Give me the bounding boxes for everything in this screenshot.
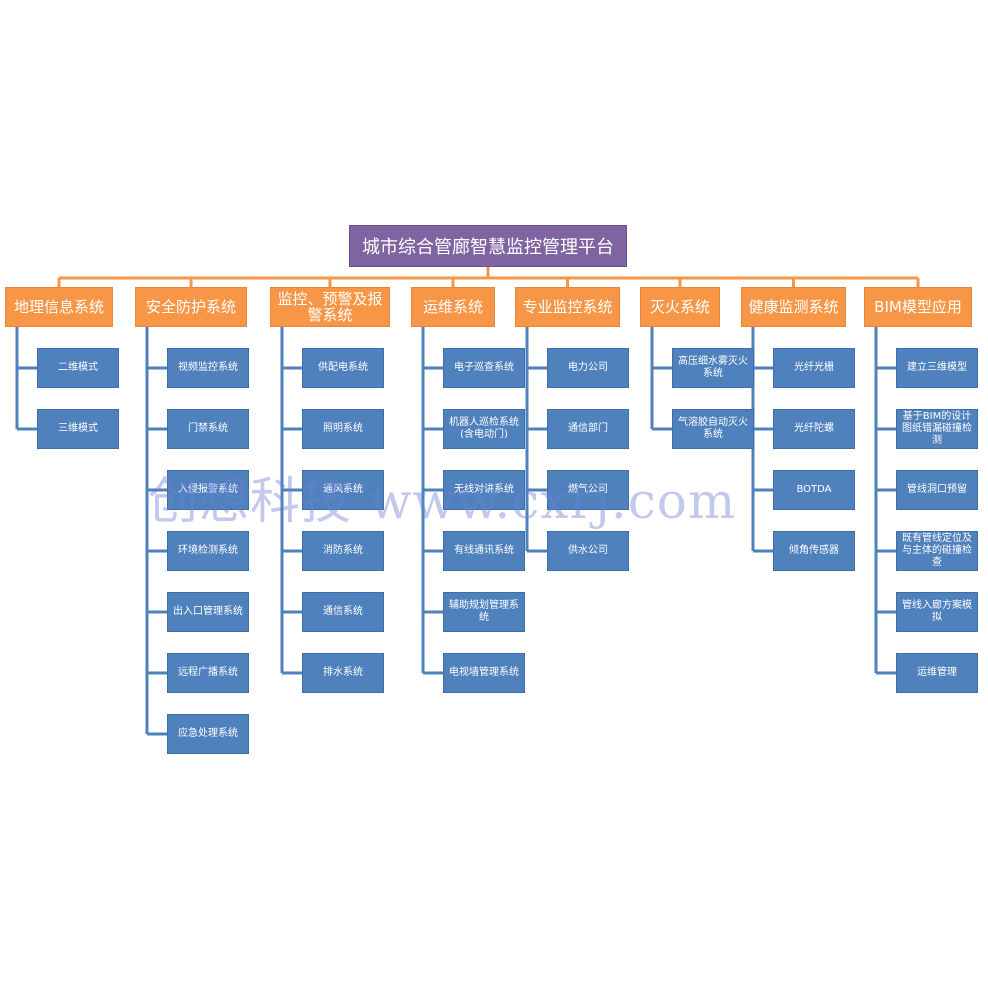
item-node: 管线入廊方案模拟 (896, 592, 978, 632)
category-node: 地理信息系统 (5, 287, 113, 327)
item-node: 通信系统 (302, 592, 384, 632)
item-node: 电视墙管理系统 (443, 653, 525, 693)
item-node: 光纤光栅 (773, 348, 855, 388)
item-node: 视频监控系统 (167, 348, 249, 388)
category-node: 监控、预警及报警系统 (270, 287, 390, 327)
item-node: 门禁系统 (167, 409, 249, 449)
item-node: 基于BIM的设计图纸错漏碰撞检测 (896, 409, 978, 449)
item-node: 三维模式 (37, 409, 119, 449)
item-node: 通风系统 (302, 470, 384, 510)
item-node: 供水公司 (547, 531, 629, 571)
category-node: BIM模型应用 (864, 287, 972, 327)
item-node: 通信部门 (547, 409, 629, 449)
item-node: 辅助规划管理系统 (443, 592, 525, 632)
category-node: 健康监测系统 (741, 287, 846, 327)
item-node: 电力公司 (547, 348, 629, 388)
item-node: 环境检测系统 (167, 531, 249, 571)
item-node: 建立三维模型 (896, 348, 978, 388)
item-node: 机器人巡检系统(含电动门) (443, 409, 525, 449)
item-node: 电子巡查系统 (443, 348, 525, 388)
item-node: 运维管理 (896, 653, 978, 693)
category-node: 运维系统 (411, 287, 495, 327)
item-node: 光纤陀螺 (773, 409, 855, 449)
item-node: 燃气公司 (547, 470, 629, 510)
item-node: 高压细水雾灭火系统 (672, 348, 754, 388)
item-node: 二维模式 (37, 348, 119, 388)
category-node: 灭火系统 (640, 287, 720, 327)
root-node-platform-title: 城市综合管廊智慧监控管理平台 (349, 225, 627, 267)
item-node: 出入口管理系统 (167, 592, 249, 632)
item-node: 照明系统 (302, 409, 384, 449)
item-node: 供配电系统 (302, 348, 384, 388)
item-node: 消防系统 (302, 531, 384, 571)
category-node: 安全防护系统 (135, 287, 247, 327)
item-node: 入侵报警系统 (167, 470, 249, 510)
item-node: 气溶胶自动灭火系统 (672, 409, 754, 449)
item-node: 无线对讲系统 (443, 470, 525, 510)
item-node: 远程广播系统 (167, 653, 249, 693)
item-node: 应急处理系统 (167, 714, 249, 754)
item-node: 管线洞口预留 (896, 470, 978, 510)
item-node: 有线通讯系统 (443, 531, 525, 571)
item-node: 既有管线定位及与主体的碰撞检查 (896, 531, 978, 571)
item-node: 排水系统 (302, 653, 384, 693)
category-node: 专业监控系统 (515, 287, 620, 327)
item-node: BOTDA (773, 470, 855, 510)
item-node: 倾角传感器 (773, 531, 855, 571)
